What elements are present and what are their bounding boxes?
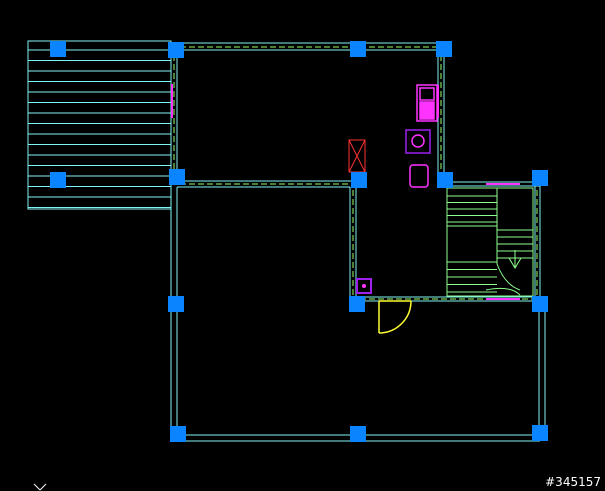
column-icon	[436, 41, 452, 57]
stairs-icon	[446, 187, 534, 297]
toilet-icon	[416, 84, 438, 122]
column-icon	[532, 425, 548, 441]
column-icon	[349, 296, 365, 312]
crosshair-cursor-icon	[33, 483, 47, 491]
column-icon	[437, 172, 453, 188]
exterior-walls	[170, 42, 546, 442]
duct-mark	[348, 139, 366, 173]
column-icon	[351, 172, 367, 188]
door-swing-icon[interactable]	[378, 300, 412, 334]
columns	[50, 41, 548, 442]
wall-centerlines	[173, 46, 538, 300]
column-icon	[169, 169, 185, 185]
column-icon	[168, 42, 184, 58]
column-icon	[50, 172, 66, 188]
column-icon	[532, 170, 548, 186]
column-icon	[168, 296, 184, 312]
window-marks	[171, 84, 520, 300]
floor-drain-icon	[356, 278, 372, 294]
column-icon	[350, 41, 366, 57]
column-icon	[50, 41, 66, 57]
deck-area	[27, 40, 172, 210]
column-icon	[350, 426, 366, 442]
basin-icon	[409, 164, 429, 188]
sink-icon	[405, 129, 431, 154]
column-icon	[170, 426, 186, 442]
watermark-id: #345157	[545, 475, 601, 489]
column-icon	[532, 296, 548, 312]
